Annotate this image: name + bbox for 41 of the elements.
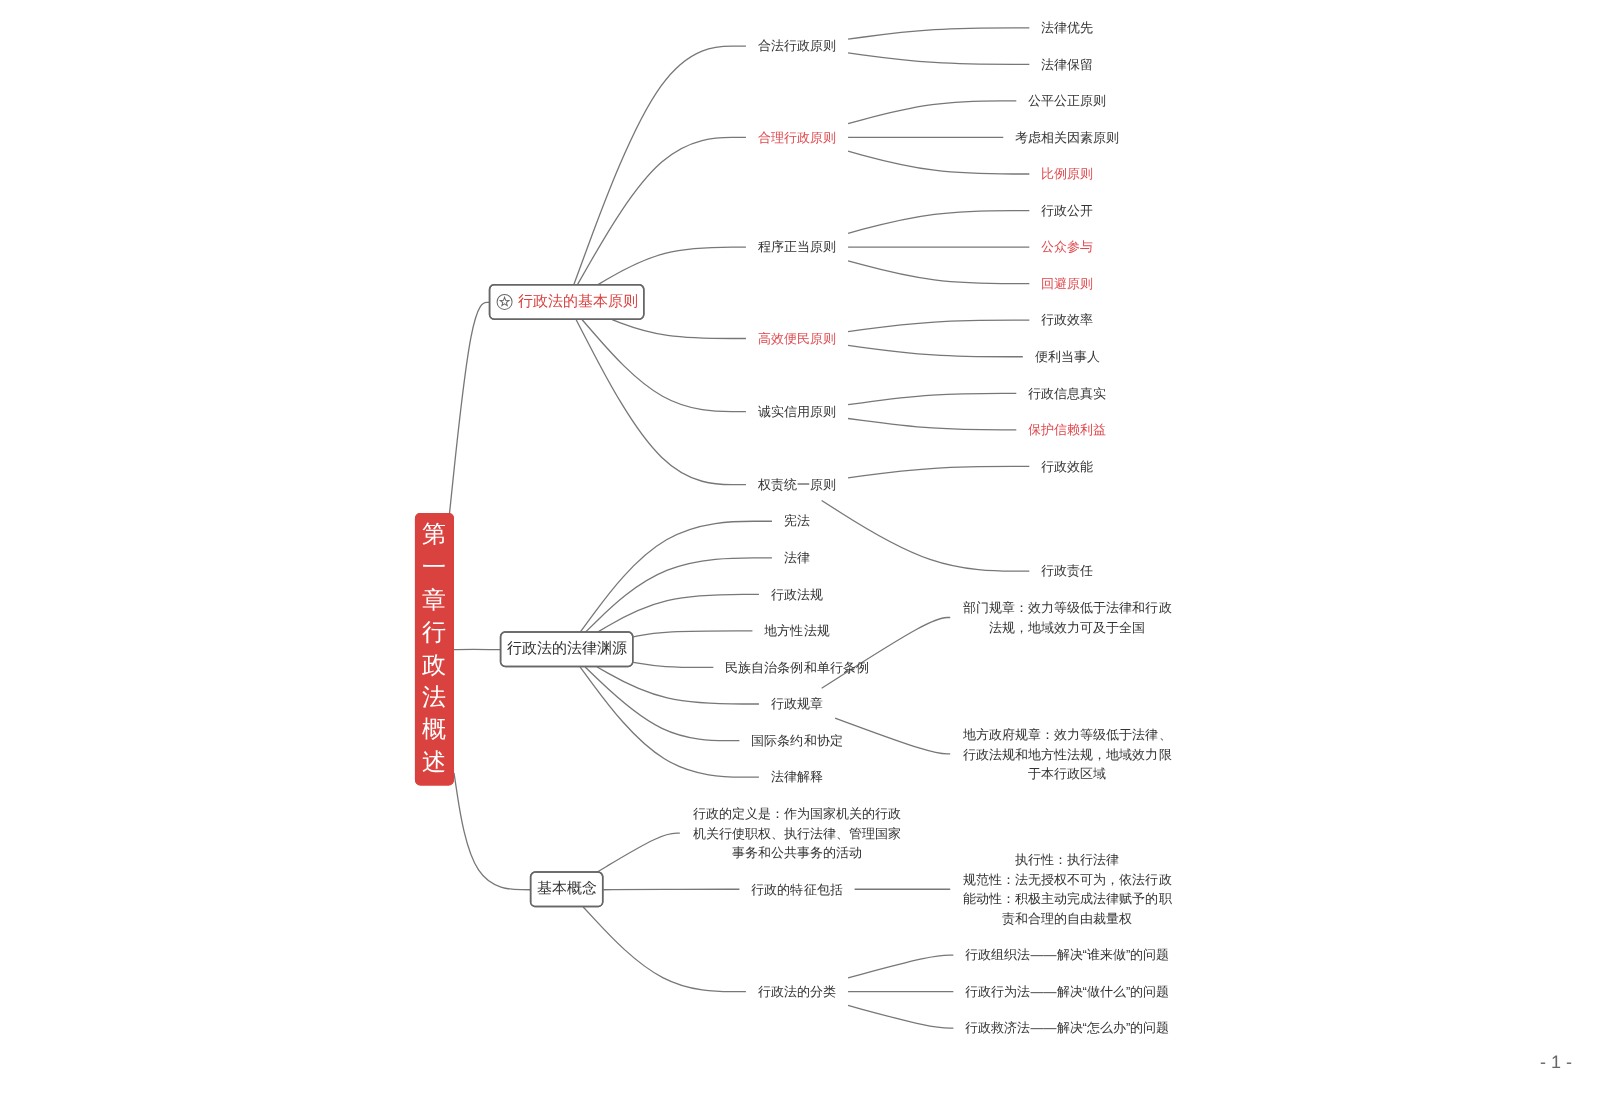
connector bbox=[448, 301, 491, 515]
connector bbox=[596, 593, 760, 634]
connector bbox=[847, 319, 1030, 333]
connector bbox=[453, 772, 532, 891]
connector bbox=[611, 319, 747, 340]
connector bbox=[579, 520, 773, 634]
connector bbox=[453, 648, 502, 651]
connector bbox=[632, 661, 715, 669]
connector bbox=[584, 666, 741, 742]
connector bbox=[632, 630, 754, 638]
connector bbox=[847, 100, 1017, 125]
connector bbox=[853, 888, 951, 890]
connector bbox=[847, 52, 1030, 65]
connector bbox=[576, 136, 747, 286]
connector bbox=[847, 209, 1030, 234]
connector bbox=[582, 906, 747, 993]
connector bbox=[572, 45, 747, 286]
connector bbox=[847, 417, 1017, 431]
connector bbox=[847, 27, 1030, 40]
connector bbox=[847, 136, 1004, 139]
connector bbox=[575, 319, 747, 486]
connector bbox=[581, 319, 747, 413]
connector bbox=[821, 499, 1030, 572]
connector bbox=[834, 717, 951, 755]
connector bbox=[847, 991, 955, 993]
connector bbox=[821, 616, 951, 689]
connector bbox=[847, 260, 1030, 285]
connector bbox=[847, 954, 955, 979]
connector bbox=[847, 465, 1030, 479]
connector bbox=[579, 666, 760, 778]
connector bbox=[847, 246, 1030, 248]
page-number: - 1 - bbox=[1539, 1052, 1572, 1072]
connector bbox=[595, 832, 681, 874]
connector bbox=[847, 344, 1024, 358]
connector bbox=[847, 1004, 955, 1029]
connector bbox=[602, 888, 741, 891]
connector bbox=[596, 246, 747, 286]
connector bbox=[584, 557, 773, 634]
connector bbox=[847, 392, 1017, 406]
connector bbox=[847, 150, 1030, 175]
connector bbox=[596, 666, 760, 705]
